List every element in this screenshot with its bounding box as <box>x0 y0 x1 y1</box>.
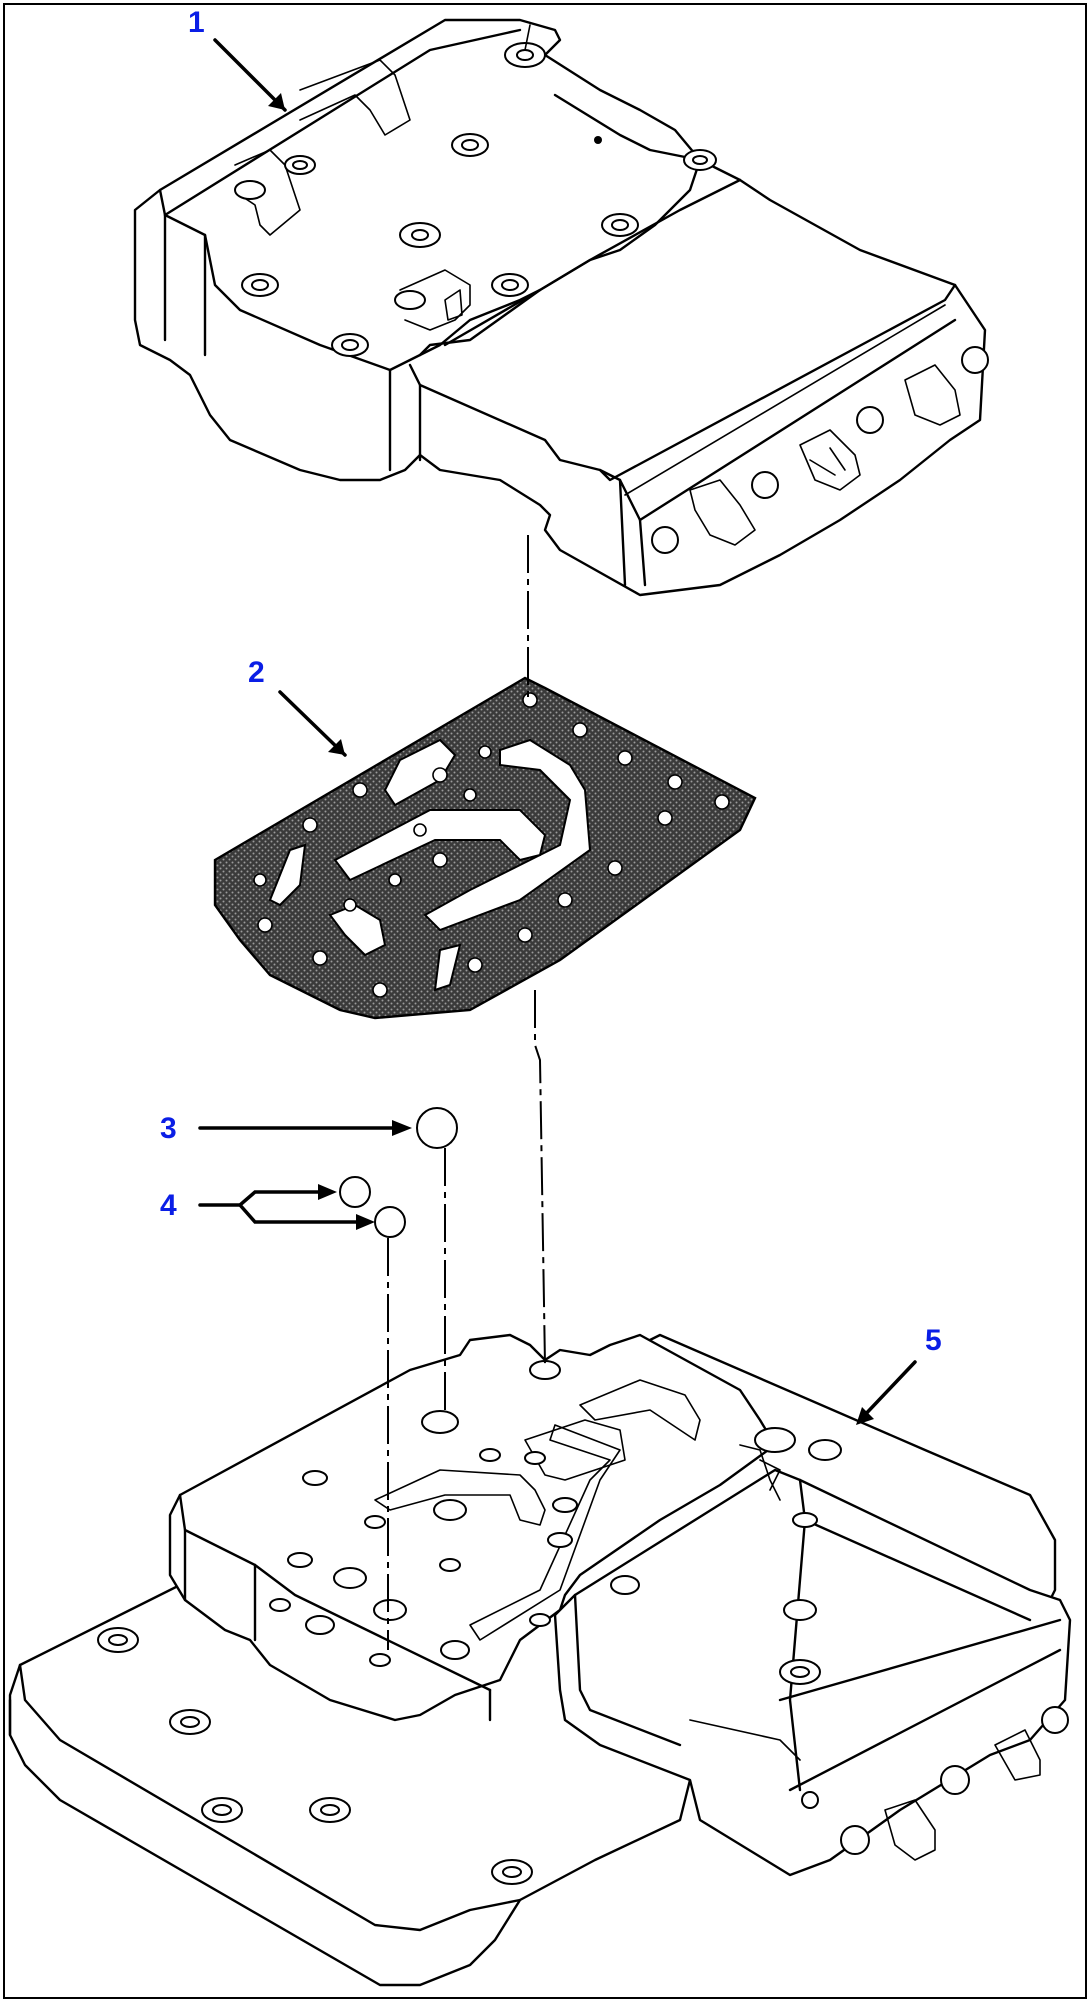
part-1-end-connectors <box>651 346 989 554</box>
part-2-gasket <box>213 676 757 1020</box>
part-1-bolt-holes <box>234 42 717 357</box>
callout-3: 3 <box>160 1112 177 1145</box>
part-4-ball-a <box>339 1176 371 1208</box>
leader-arrows <box>198 38 917 1425</box>
callout-2: 2 <box>248 656 265 689</box>
part-1-valve-body <box>133 18 989 597</box>
callout-1: 1 <box>188 6 205 39</box>
part-5-base-housing <box>8 1333 1072 1987</box>
part-5-mounting-bosses <box>97 1599 821 1885</box>
alignment-lines <box>387 535 546 1650</box>
frame-border <box>3 3 1087 1999</box>
part-3-ball <box>416 1107 458 1149</box>
callout-5: 5 <box>925 1324 942 1357</box>
part-5-end-connectors <box>801 1706 1069 1861</box>
callout-4: 4 <box>160 1189 177 1222</box>
part-4-ball-b <box>374 1206 406 1238</box>
part-5-ports <box>269 1360 842 1667</box>
